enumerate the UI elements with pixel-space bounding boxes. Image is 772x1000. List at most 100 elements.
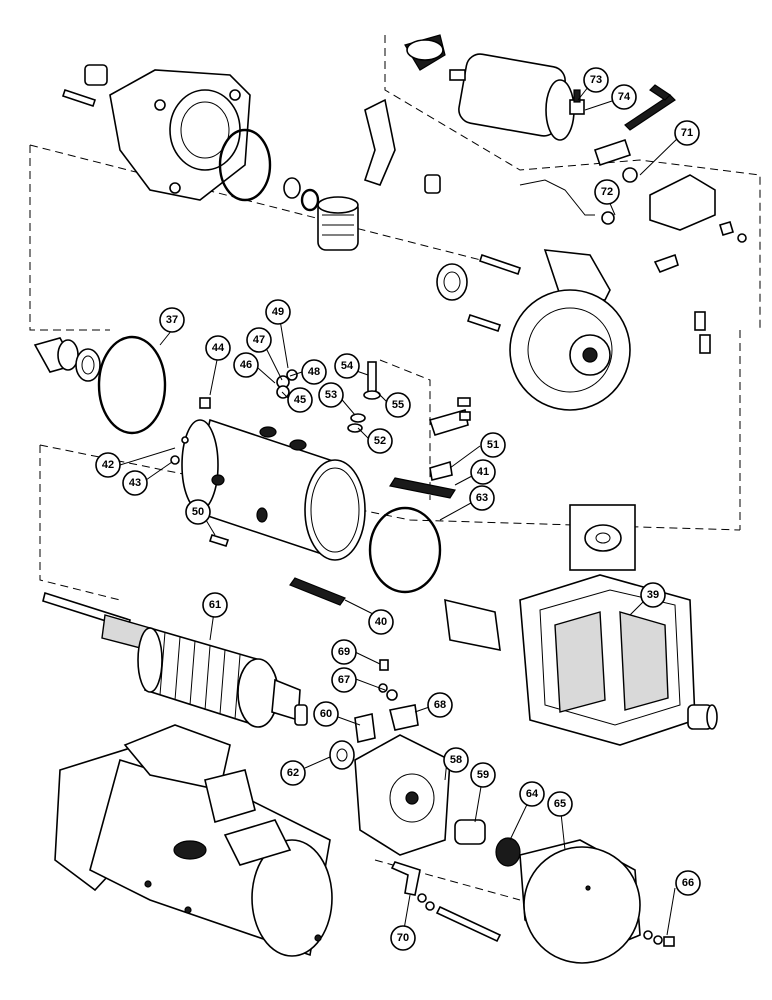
callout-label: 40 [375, 616, 387, 628]
drive-end-housing [109, 69, 251, 201]
callout-label: 53 [325, 389, 337, 401]
callout-72: 72 [594, 179, 620, 205]
brush-spring-60 [354, 713, 376, 743]
callout-label: 48 [308, 366, 320, 378]
callout-65: 65 [547, 791, 573, 817]
assembly-dashed-lines [29, 35, 761, 901]
armature [42, 591, 308, 728]
insulator-40 [289, 577, 346, 606]
callout-55: 55 [385, 392, 411, 418]
callout-label: 47 [253, 334, 265, 346]
callout-39: 39 [640, 582, 666, 608]
brush-68 [389, 704, 419, 731]
bearing-sleeve [33, 337, 79, 373]
solenoid-body [449, 53, 575, 141]
bushing-top [84, 64, 108, 86]
callout-label: 45 [294, 394, 306, 406]
callout-64: 64 [519, 781, 545, 807]
callout-label: 55 [392, 399, 404, 411]
o-ring-63 [368, 506, 442, 594]
callout-59: 59 [470, 762, 496, 788]
callout-label: 72 [601, 186, 613, 198]
callout-71: 71 [674, 120, 700, 146]
callout-label: 51 [487, 439, 499, 451]
callout-label: 52 [374, 435, 386, 447]
callout-label: 58 [450, 754, 462, 766]
callout-47: 47 [246, 327, 272, 353]
bolt-right [653, 253, 679, 274]
solenoid-wrench-link [624, 84, 676, 131]
terminal-stud-54 [347, 361, 381, 433]
callout-48: 48 [301, 359, 327, 385]
solenoid-terminal-cover [649, 174, 747, 243]
callout-label: 66 [682, 877, 694, 889]
commutator-end-frame [509, 249, 631, 411]
brush-plate-58 [354, 734, 451, 856]
callout-label: 70 [397, 932, 409, 944]
callout-74: 74 [611, 84, 637, 110]
callout-68: 68 [427, 692, 453, 718]
callout-label: 63 [476, 492, 488, 504]
callout-50: 50 [185, 499, 211, 525]
field-coil [519, 574, 696, 746]
callout-54: 54 [334, 353, 360, 379]
callout-label: 73 [590, 74, 602, 86]
callout-60: 60 [313, 701, 339, 727]
solenoid-terminal-stud [569, 89, 585, 115]
callout-70: 70 [390, 925, 416, 951]
fastener-66 [643, 930, 675, 947]
callout-label: 60 [320, 708, 332, 720]
bracket-70 [390, 861, 435, 911]
callout-label: 67 [338, 674, 350, 686]
callout-46: 46 [233, 352, 259, 378]
callout-label: 43 [129, 477, 141, 489]
screw-50 [208, 534, 230, 547]
thrust-washer-upper [436, 263, 468, 301]
callout-label: 64 [526, 788, 539, 800]
callout-43: 43 [122, 470, 148, 496]
through-bolt-lower [435, 905, 502, 943]
callout-63: 63 [469, 485, 495, 511]
callout-label: 74 [618, 91, 631, 103]
terminal-bracket-51 [428, 397, 471, 481]
callout-69: 69 [331, 639, 357, 665]
o-ring-housing [218, 128, 272, 202]
wire-lead [519, 179, 615, 225]
callout-41: 41 [470, 459, 496, 485]
callout-51: 51 [480, 432, 506, 458]
bushing-right [687, 704, 718, 730]
callout-37: 37 [159, 307, 185, 333]
callout-label: 37 [166, 314, 178, 326]
screw-69 [378, 659, 398, 701]
insulator-41 [389, 477, 456, 499]
callout-52: 52 [367, 428, 393, 454]
callout-66: 66 [675, 870, 701, 896]
bushing-59 [454, 819, 486, 845]
callout-62: 62 [280, 760, 306, 786]
callout-label: 42 [102, 459, 114, 471]
callout-label: 62 [287, 767, 299, 779]
callout-label: 71 [681, 127, 693, 139]
pole-shoe [444, 598, 501, 652]
callout-label: 69 [338, 646, 350, 658]
callout-label: 46 [240, 359, 252, 371]
callout-label: 54 [341, 360, 354, 372]
washer-62 [329, 740, 355, 770]
callout-label: 39 [647, 589, 659, 601]
o-ring-37 [97, 335, 167, 435]
washer-inset [569, 504, 636, 571]
callout-label: 61 [209, 599, 221, 611]
plug-64 [495, 837, 521, 867]
shift-lever [363, 98, 441, 194]
callout-label: 68 [434, 699, 446, 711]
solenoid-bracket [593, 138, 638, 183]
callout-40: 40 [368, 609, 394, 635]
callout-53: 53 [318, 382, 344, 408]
callout-label: 50 [192, 506, 204, 518]
callout-42: 42 [95, 452, 121, 478]
snap-ring-small [283, 177, 320, 212]
assembled-starter [54, 724, 333, 957]
pinion-drive-clutch [317, 196, 359, 251]
housing-bolt [61, 88, 97, 108]
callout-label: 41 [477, 466, 489, 478]
